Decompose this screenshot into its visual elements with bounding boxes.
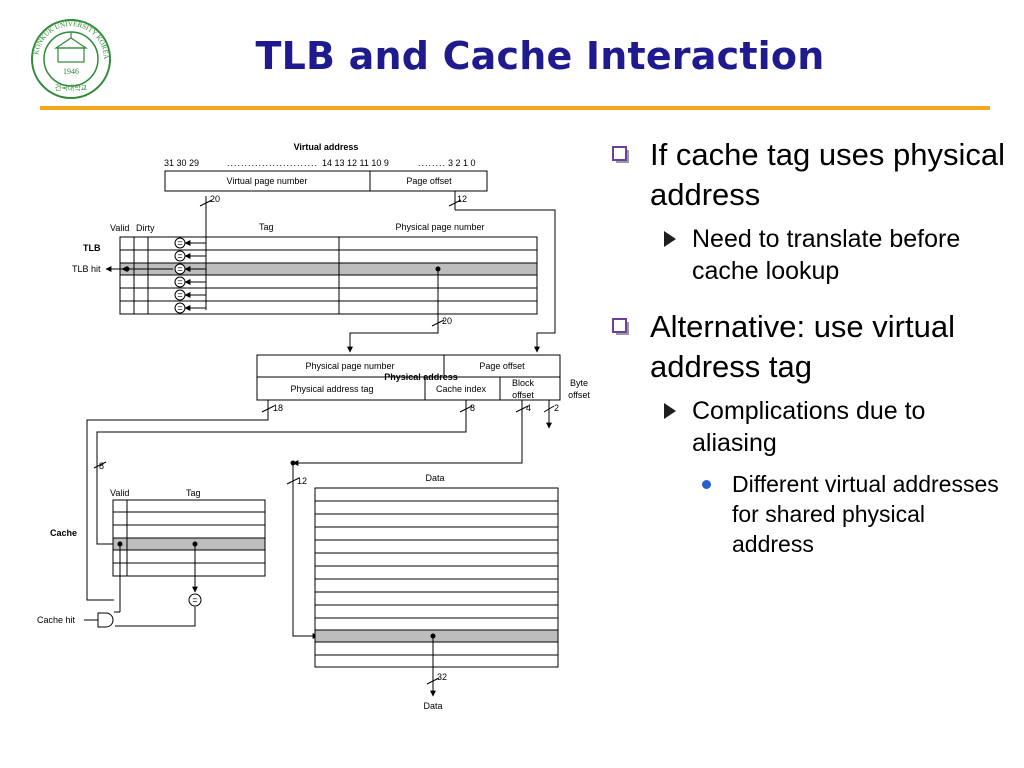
- bullet-2-1-1: Different virtual addresses for shared p…: [612, 469, 1012, 559]
- tlb-eq-4: =: [177, 277, 182, 287]
- va-bits-left: 31 30 29: [164, 158, 199, 168]
- va-vpn: Virtual page number: [227, 176, 308, 186]
- tlb-eq-6: =: [177, 303, 182, 313]
- pa-block: Block: [512, 378, 535, 388]
- tlb-valid: Valid: [110, 223, 129, 233]
- cache-data-header: Data: [425, 473, 444, 483]
- pa-tag: Physical address tag: [290, 384, 373, 394]
- tlb-eq-3: =: [177, 264, 182, 274]
- va-dots-left: ..........................: [227, 158, 318, 168]
- triangle-bullet-icon: [664, 403, 676, 419]
- tlb-ppn-header: Physical page number: [395, 222, 484, 232]
- bullet-2: Alternative: use virtual address tag: [612, 307, 1012, 387]
- tlb-w20: 20: [442, 316, 452, 326]
- cache-label: Cache: [50, 528, 77, 538]
- tlb-dirty: Dirty: [136, 223, 155, 233]
- pa-w8: 8: [470, 403, 475, 413]
- pa-w2: 2: [554, 403, 559, 413]
- tlb-eq-1: =: [177, 238, 182, 248]
- bullet-list: If cache tag uses physical address Need …: [612, 135, 1012, 559]
- pa-w18: 18: [273, 403, 283, 413]
- logo-korean: 건국대학교: [55, 83, 88, 92]
- bullet-1-1-text: Need to translate before cache lookup: [692, 225, 961, 285]
- triangle-bullet-icon: [664, 231, 676, 247]
- pa-byte-offset: offset: [568, 390, 590, 400]
- checkbox-bullet-icon: [612, 146, 629, 163]
- bullet-2-1-text: Complications due to aliasing: [692, 397, 926, 457]
- cache-valid: Valid: [110, 488, 129, 498]
- cache-tag: Tag: [186, 488, 201, 498]
- va-offset: Page offset: [406, 176, 452, 186]
- va-title: Virtual address: [294, 142, 359, 152]
- tlb-tag-header: Tag: [259, 222, 274, 232]
- pa-w4: 4: [526, 403, 531, 413]
- cache-w8: 8: [99, 461, 104, 471]
- pa-ppn: Physical page number: [305, 361, 394, 371]
- bullet-1-1: Need to translate before cache lookup: [612, 223, 1012, 287]
- tlb-eq-5: =: [177, 290, 182, 300]
- tlb-hit: TLB hit: [72, 264, 101, 274]
- slide-title: TLB and Cache Interaction: [255, 34, 825, 78]
- university-logo: KONKUK UNIVERSITY KOREA 1946 건국대학교: [31, 19, 111, 99]
- pa-index: Cache index: [436, 384, 487, 394]
- va-bits-right: 3 2 1 0: [448, 158, 476, 168]
- cache-eq: =: [192, 595, 197, 605]
- bullet-2-text: Alternative: use virtual address tag: [650, 309, 955, 384]
- va-dots-right: ........: [418, 158, 446, 168]
- bullet-2-1: Complications due to aliasing: [612, 395, 1012, 459]
- title-rule: [40, 106, 990, 110]
- tlb-label: TLB: [83, 243, 101, 253]
- pa-offset: Page offset: [479, 361, 525, 371]
- cache-w12: 12: [297, 476, 307, 486]
- logo-year: 1946: [63, 67, 79, 76]
- checkbox-bullet-icon: [612, 318, 629, 335]
- tlb-eq-2: =: [177, 251, 182, 261]
- bullet-2-1-1-text: Different virtual addresses for shared p…: [732, 471, 999, 557]
- va-bits-mid: 14 13 12 11 10 9: [322, 158, 389, 168]
- bullet-1: If cache tag uses physical address: [612, 135, 1012, 215]
- cache-data-out: Data: [423, 701, 442, 711]
- pa-block-offset: offset: [512, 390, 534, 400]
- bullet-1-text: If cache tag uses physical address: [650, 137, 1005, 212]
- cache-w32: 32: [437, 672, 447, 682]
- cache-hit: Cache hit: [37, 615, 76, 625]
- pa-byte: Byte: [570, 378, 588, 388]
- va-w12: 12: [457, 194, 467, 204]
- pa-title: Physical address: [384, 372, 458, 382]
- dot-bullet-icon: [702, 480, 711, 489]
- va-w20: 20: [210, 194, 220, 204]
